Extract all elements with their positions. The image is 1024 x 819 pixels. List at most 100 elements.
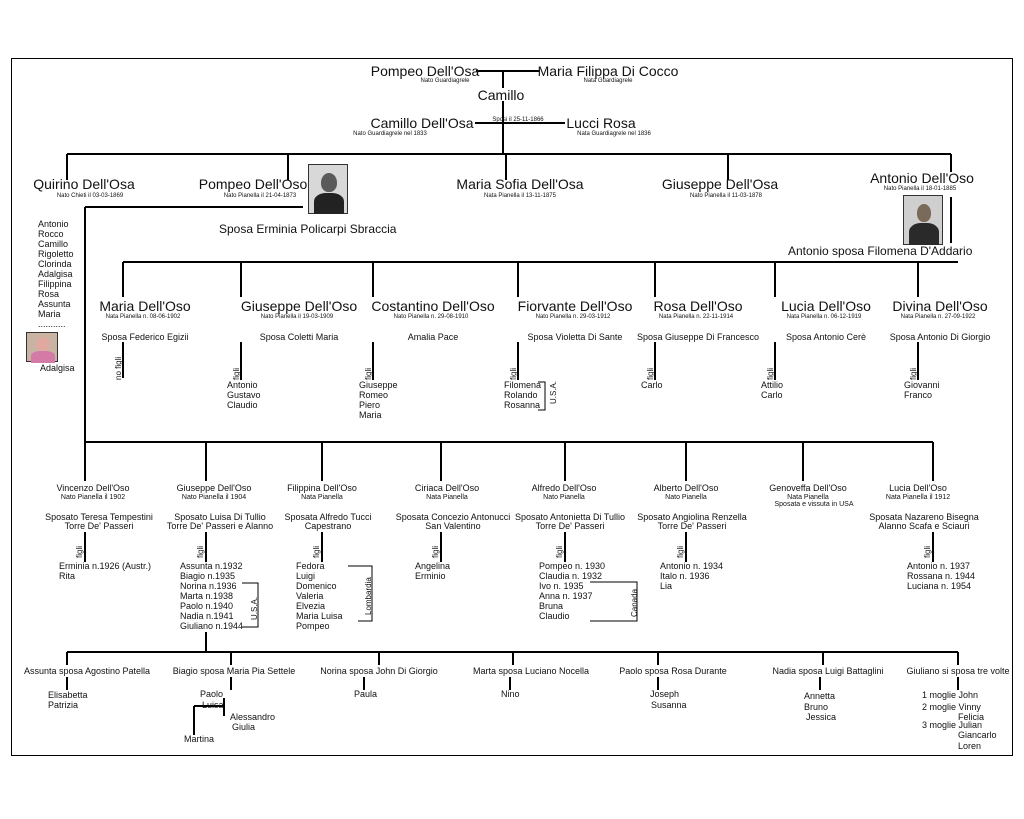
list-item: Angelina (415, 561, 451, 571)
children-list: Carlo (641, 380, 663, 390)
pompeo-dellosa-name: Pompeo Dell'Osa (370, 63, 480, 79)
list-item: ........... (38, 319, 66, 329)
maria-sofia-note: Nata Pianella il 13-11-1875 (484, 193, 556, 199)
list-item: Assunta (38, 299, 71, 309)
spouse-label: Sposata Nazareno Bisegna (869, 512, 979, 522)
children-tag: figli (646, 367, 655, 380)
list-item: Martina (184, 734, 215, 744)
spouse-label: Sposa Antonio Di Giorgio (889, 332, 991, 342)
list-item: Assunta n.1932 (180, 561, 243, 571)
spouse-place: Torre De' Passeri (64, 521, 134, 531)
quirino-note: Nato Chieti il 03-03-1869 (56, 193, 124, 199)
list-item: Carlo (761, 390, 783, 400)
sposa-erminia: Sposa Erminia Policarpi Sbraccia (219, 222, 397, 236)
person-name: Lucia Dell'Oso (889, 483, 947, 493)
list-item: Elisabetta (48, 690, 88, 700)
list-item: Giovanni (904, 380, 940, 390)
spouse-place: Torre De' Passeri (657, 521, 727, 531)
quirino-children-list: Antonio Rocco Camillo Rigoletto Clorinda… (38, 219, 74, 329)
list-item: Rocco (38, 229, 64, 239)
lucci-rosa-name: Lucci Rosa (566, 115, 636, 131)
list-item: Susanna (651, 700, 687, 710)
giuseppe-gen2-name: Giuseppe Dell'Osa (661, 176, 779, 192)
spouse-place: Capestrano (304, 521, 352, 531)
children-tag: figli (509, 367, 518, 380)
children-tag: no figli (114, 356, 123, 380)
diagram-frame (11, 58, 1013, 756)
country-label: U.S.A. (549, 380, 558, 404)
spouse-place: San Valentino (425, 521, 481, 531)
couple-title: Norina sposa John Di Giorgio (320, 666, 438, 676)
list-item: Anna n. 1937 (539, 591, 593, 601)
person-name: Ciriaca Dell'Oso (414, 483, 480, 493)
person-note: Nata Pianella n. 08-06-1902 (105, 314, 181, 320)
list-item: Nino (501, 689, 520, 699)
list-item: Paula (354, 689, 378, 699)
quirino-name: Quirino Dell'Osa (33, 176, 135, 192)
list-item: Clorinda (38, 259, 72, 269)
person-note: Nato Pianella il 1902 (60, 494, 126, 501)
spouse-label: Sposa Giuseppe Di Francesco (636, 332, 760, 342)
children-tag: figli (909, 367, 918, 380)
maria-filippa-name: Maria Filippa Di Cocco (537, 63, 679, 79)
person-note: Nato Pianella (543, 494, 585, 501)
list-item: Norina n.1936 (180, 581, 237, 591)
person-name: Maria Dell'Oso (99, 298, 191, 314)
list-item: Claudio (539, 611, 570, 621)
list-item: Bruno (804, 702, 829, 712)
person-name: Giuseppe Dell'Oso (176, 483, 252, 493)
spouse-label: Sposato Angiolina Renzella (637, 512, 747, 522)
person-note: Nata Pianella n. 22-11-1914 (658, 314, 734, 320)
list-item: Ivo n. 1935 (539, 581, 584, 591)
spouse-place: Torre De' Passeri e Alanno (166, 521, 274, 531)
list-item: Erminio (415, 571, 446, 581)
list-item: Filippina (38, 279, 72, 289)
person-note: Nato Pianella n. 29-08-1910 (393, 314, 469, 320)
list-item: Italo n. 1936 (660, 571, 710, 581)
person-note: Nato Pianella il 19-03-1909 (260, 314, 334, 320)
children-tag: figli (196, 545, 205, 558)
list-item: Claudio (227, 400, 258, 410)
spouse-label: Sposata Concezio Antonucci (395, 512, 511, 522)
list-item: Gustavo (227, 390, 261, 400)
list-item: Valeria (296, 591, 324, 601)
list-item: Luisa (202, 700, 224, 710)
person-name: Fiorvante Dell'Oso (517, 298, 633, 314)
children-tag: figli (364, 367, 373, 380)
list-item: Giancarlo (958, 730, 997, 740)
person-name: Vincenzo Dell'Oso (56, 483, 130, 493)
spouse-place: Alanno Scafa e Sciauri (878, 521, 970, 531)
list-item: Adalgisa (38, 269, 73, 279)
spouse-label: Amalia Pace (407, 332, 459, 342)
list-item: Pompeo n. 1930 (539, 561, 606, 571)
list-item: Giuseppe (359, 380, 398, 390)
list-item: Giuliano n.1944 (180, 621, 244, 631)
person-name: Alfredo Dell'Oso (531, 483, 597, 493)
list-item: Alessandro (230, 712, 276, 722)
list-item: Paolo (200, 689, 224, 699)
list-item: Rolando (504, 390, 538, 400)
list-item: Rossana n. 1944 (907, 571, 976, 581)
spouse-label: Sposata Alfredo Tucci (284, 512, 372, 522)
children-tag: figli (312, 545, 321, 558)
children-tag: figli (555, 545, 564, 558)
man-portrait-icon (903, 195, 943, 245)
list-item: Rigoletto (38, 249, 74, 259)
list-item: Biagio n.1935 (180, 571, 236, 581)
list-item: Lia (660, 581, 673, 591)
person-name: Lucia Dell'Oso (781, 298, 871, 314)
list-item: Pompeo (296, 621, 330, 631)
couple-title: Giuliano si sposa tre volte (906, 666, 1010, 676)
children-list: Erminia n.1926 (Austr.)Rita (59, 561, 151, 581)
person-name: Divina Dell'Oso (892, 298, 988, 314)
couple-title: Assunta sposa Agostino Patella (23, 666, 151, 676)
